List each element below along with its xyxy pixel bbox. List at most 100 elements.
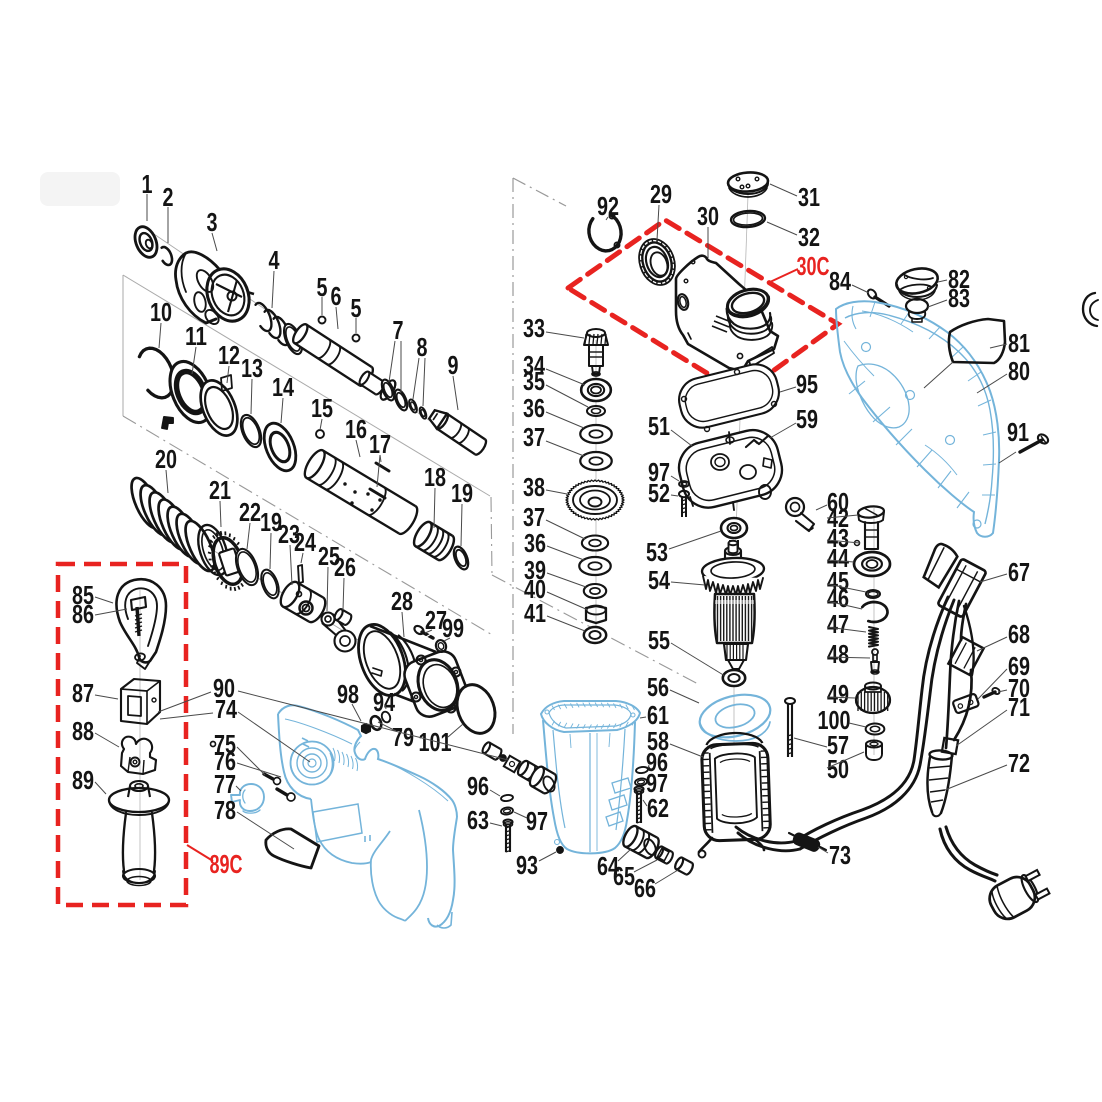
svg-text:33: 33 <box>523 313 545 343</box>
svg-text:72: 72 <box>1008 748 1030 778</box>
svg-text:53: 53 <box>646 537 668 567</box>
svg-text:59: 59 <box>796 404 818 434</box>
svg-text:96: 96 <box>467 771 489 801</box>
svg-text:46: 46 <box>827 583 849 613</box>
svg-text:73: 73 <box>829 840 851 870</box>
svg-text:56: 56 <box>647 672 669 702</box>
svg-text:51: 51 <box>648 411 670 441</box>
svg-text:55: 55 <box>648 625 670 655</box>
svg-text:29: 29 <box>650 179 672 209</box>
svg-text:89: 89 <box>72 765 94 795</box>
svg-text:84: 84 <box>829 266 851 296</box>
svg-text:50: 50 <box>827 754 849 784</box>
svg-text:95: 95 <box>796 369 818 399</box>
svg-text:78: 78 <box>214 795 236 825</box>
svg-text:54: 54 <box>648 565 670 595</box>
svg-text:8: 8 <box>417 332 428 362</box>
svg-text:97: 97 <box>646 768 668 798</box>
svg-text:71: 71 <box>1008 692 1030 722</box>
svg-text:68: 68 <box>1008 619 1030 649</box>
svg-text:2: 2 <box>163 182 174 212</box>
svg-text:32: 32 <box>798 222 820 252</box>
svg-text:40: 40 <box>524 574 546 604</box>
svg-text:77: 77 <box>214 769 236 799</box>
svg-text:58: 58 <box>647 726 669 756</box>
svg-text:1: 1 <box>142 169 153 199</box>
svg-text:21: 21 <box>209 475 231 505</box>
svg-text:17: 17 <box>369 429 391 459</box>
svg-text:26: 26 <box>334 552 356 582</box>
svg-text:16: 16 <box>345 414 367 444</box>
svg-text:36: 36 <box>523 393 545 423</box>
svg-text:63: 63 <box>467 805 489 835</box>
svg-text:76: 76 <box>214 746 236 776</box>
svg-text:91: 91 <box>1007 417 1029 447</box>
svg-text:7: 7 <box>393 315 404 345</box>
svg-text:57: 57 <box>827 730 849 760</box>
svg-text:30C: 30C <box>797 251 830 281</box>
svg-text:97: 97 <box>648 457 670 487</box>
svg-text:14: 14 <box>272 372 294 402</box>
svg-text:66: 66 <box>634 873 656 903</box>
svg-text:39: 39 <box>524 555 546 585</box>
svg-text:64: 64 <box>597 851 619 881</box>
svg-text:44: 44 <box>827 543 849 573</box>
svg-text:92: 92 <box>597 191 619 221</box>
svg-text:41: 41 <box>524 598 546 628</box>
svg-text:36: 36 <box>524 528 546 558</box>
svg-text:5: 5 <box>351 293 362 323</box>
svg-text:98: 98 <box>337 679 359 709</box>
svg-text:90: 90 <box>213 673 235 703</box>
svg-text:28: 28 <box>391 586 413 616</box>
svg-text:24: 24 <box>294 527 316 557</box>
svg-text:83: 83 <box>948 283 970 313</box>
svg-text:9: 9 <box>448 350 459 380</box>
svg-text:79: 79 <box>392 722 414 752</box>
svg-text:99: 99 <box>442 613 464 643</box>
svg-text:19: 19 <box>260 507 282 537</box>
svg-text:100: 100 <box>818 705 851 735</box>
svg-text:69: 69 <box>1008 651 1030 681</box>
svg-text:82: 82 <box>948 264 970 294</box>
svg-text:80: 80 <box>1008 356 1030 386</box>
svg-text:52: 52 <box>648 478 670 508</box>
svg-text:67: 67 <box>1008 557 1030 587</box>
svg-text:12: 12 <box>218 340 240 370</box>
svg-text:6: 6 <box>331 281 342 311</box>
svg-text:48: 48 <box>827 639 849 669</box>
svg-text:61: 61 <box>647 700 669 730</box>
svg-text:22: 22 <box>239 497 261 527</box>
svg-text:49: 49 <box>827 679 849 709</box>
svg-text:10: 10 <box>150 297 172 327</box>
svg-text:13: 13 <box>241 353 263 383</box>
svg-text:35: 35 <box>523 366 545 396</box>
svg-text:101: 101 <box>419 727 452 757</box>
svg-text:86: 86 <box>72 599 94 629</box>
svg-text:27: 27 <box>425 605 447 635</box>
svg-text:30: 30 <box>697 201 719 231</box>
svg-text:18: 18 <box>424 462 446 492</box>
svg-text:15: 15 <box>311 393 333 423</box>
svg-text:65: 65 <box>613 861 635 891</box>
svg-text:37: 37 <box>523 502 545 532</box>
svg-text:38: 38 <box>523 472 545 502</box>
svg-text:93: 93 <box>516 850 538 880</box>
svg-text:11: 11 <box>185 321 207 351</box>
svg-text:19: 19 <box>451 478 473 508</box>
svg-text:94: 94 <box>373 687 395 717</box>
svg-text:23: 23 <box>278 519 300 549</box>
svg-text:97: 97 <box>526 806 548 836</box>
svg-text:25: 25 <box>318 541 340 571</box>
svg-text:74: 74 <box>215 694 237 724</box>
svg-text:81: 81 <box>1008 328 1030 358</box>
svg-text:34: 34 <box>523 350 545 380</box>
svg-text:43: 43 <box>827 523 849 553</box>
svg-text:3: 3 <box>207 207 218 237</box>
svg-text:70: 70 <box>1008 673 1030 703</box>
svg-text:85: 85 <box>72 580 94 610</box>
svg-text:87: 87 <box>72 678 94 708</box>
svg-text:20: 20 <box>155 444 177 474</box>
svg-text:62: 62 <box>647 793 669 823</box>
svg-text:4: 4 <box>269 245 280 275</box>
svg-text:5: 5 <box>317 272 328 302</box>
